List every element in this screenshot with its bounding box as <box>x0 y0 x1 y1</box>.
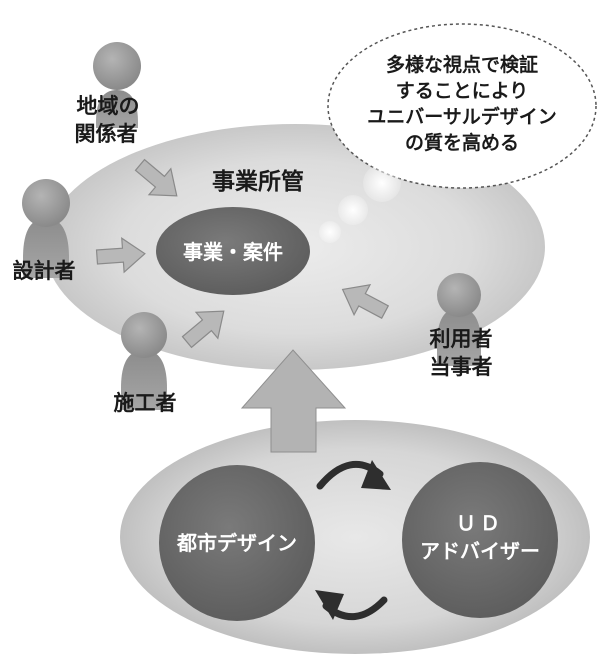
urban-design-label: 都市デザイン <box>176 531 297 555</box>
local-stakeholder-label-line1: 地域の <box>77 94 140 118</box>
thought-text-line2: することにより <box>396 80 529 102</box>
user-label-line1: 利用者 <box>430 327 493 351</box>
center-project-ellipse <box>156 207 310 295</box>
arrow-from-user <box>341 283 390 319</box>
thought-text-line4: の質を高める <box>405 131 519 154</box>
thought-puff-1 <box>363 164 401 202</box>
ud-label-line2: アドバイザー <box>420 539 540 563</box>
ud-adviser-circle <box>402 462 558 618</box>
designer-label: 設計者 <box>13 259 76 283</box>
local-stakeholder-label-line2: 関係者 <box>75 122 138 146</box>
arrow-from-designer <box>95 237 146 274</box>
cycle-arrow-bottom-icon <box>315 590 388 621</box>
user-person-icon <box>437 273 481 366</box>
urban-design-circle <box>159 465 315 621</box>
ud-label-line1: ＵＤ <box>456 511 504 535</box>
thought-puff-3 <box>319 221 341 243</box>
cycle-arrow-top-icon <box>316 460 391 490</box>
top-domain-title: 事業所管 <box>212 168 304 195</box>
builder-label: 施工者 <box>114 391 177 415</box>
thought-puff-2 <box>338 195 368 225</box>
thought-text-line1: 多様な視点で検証 <box>386 53 538 76</box>
thought-text-line3: ユニバーサルデザイン <box>367 105 557 128</box>
thought-bubble <box>327 23 597 189</box>
user-label-line2: 当事者 <box>430 355 493 379</box>
arrow-from-local <box>134 158 178 197</box>
center-project-label: 事業・案件 <box>183 240 283 264</box>
local-stakeholder-person-icon <box>93 42 141 128</box>
designer-person-icon <box>22 179 70 278</box>
builder-person-icon <box>121 312 167 410</box>
big-up-arrow <box>240 349 347 453</box>
arrow-from-builder <box>181 310 225 349</box>
